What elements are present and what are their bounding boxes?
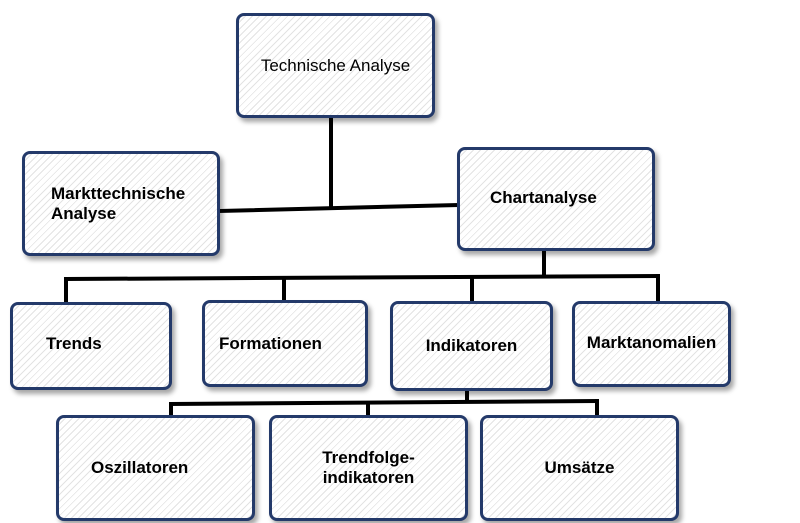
node-label: Technische Analyse xyxy=(260,55,411,75)
connector-level3-bar xyxy=(168,398,600,407)
node-label: Chartanalyse xyxy=(490,188,597,207)
node-label: Marktanomalien xyxy=(586,333,717,352)
connector-level1-bar xyxy=(217,202,460,214)
node-indikatoren: Indikatoren xyxy=(390,301,553,391)
node-markttechnische-analyse: Markttechnische Analyse xyxy=(22,151,220,256)
connector-level2-bar xyxy=(63,273,661,282)
node-trendfolgeindikatoren: Trendfolge- indikatoren xyxy=(269,415,468,521)
node-technische-analyse: Technische Analyse xyxy=(236,13,435,118)
node-chartanalyse: Chartanalyse xyxy=(457,147,655,251)
node-label: Markttechnische Analyse xyxy=(51,183,186,223)
node-label: Trends xyxy=(46,334,102,353)
node-label: Trendfolge- indikatoren xyxy=(322,448,415,487)
node-label: Indikatoren xyxy=(425,336,518,355)
node-trends: Trends xyxy=(10,302,172,390)
node-oszillatoren: Oszillatoren xyxy=(56,415,255,521)
node-formationen: Formationen xyxy=(202,300,368,387)
node-marktanomalien: Marktanomalien xyxy=(572,301,731,387)
node-label: Oszillatoren xyxy=(91,458,189,477)
node-label: Formationen xyxy=(219,333,322,353)
node-label: Umsätze xyxy=(544,458,615,477)
node-umsaetze: Umsätze xyxy=(480,415,679,521)
